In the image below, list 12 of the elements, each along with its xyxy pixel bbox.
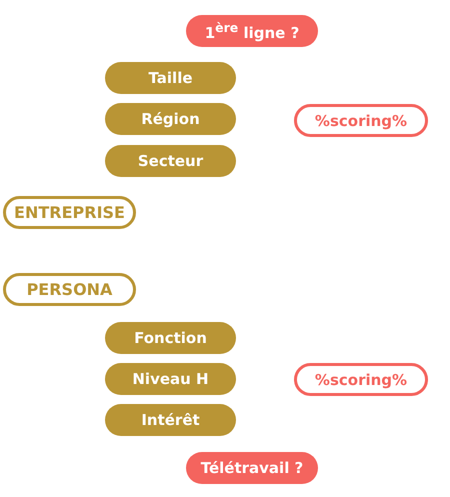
variable-pill: %scoring%	[294, 104, 428, 137]
criterion-pill: Intérêt	[105, 404, 236, 436]
criterion-pill: Région	[105, 103, 236, 135]
category-pill: PERSONA	[3, 273, 136, 306]
criterion-pill: Fonction	[105, 322, 236, 354]
question-pill: 1$^{ère}$ ligne ?	[186, 15, 318, 47]
variable-pill: %scoring%	[294, 363, 428, 396]
question-pill: Télétravail ?	[186, 452, 318, 484]
criterion-pill: Taille	[105, 62, 236, 94]
criterion-pill: Secteur	[105, 145, 236, 177]
category-pill: ENTREPRISE	[3, 196, 136, 229]
criterion-pill: Niveau H	[105, 363, 236, 395]
